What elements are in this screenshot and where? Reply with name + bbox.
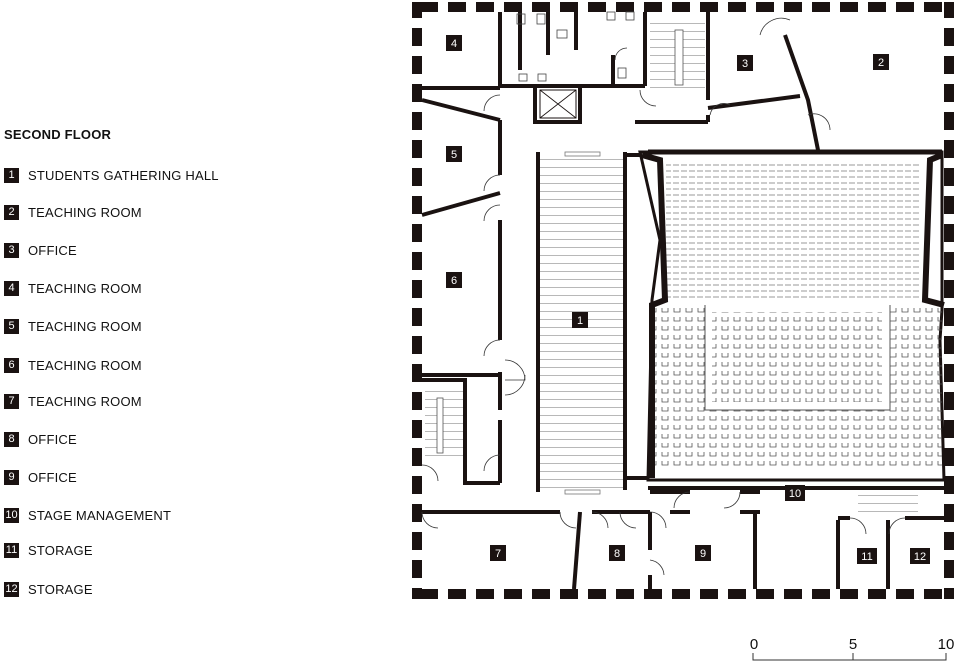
- wc-fixtures: [516, 11, 635, 82]
- elevator: [539, 89, 577, 119]
- room-number: 10: [789, 488, 801, 500]
- legend-number: 12: [4, 581, 19, 597]
- legend-label: TEACHING ROOM: [28, 357, 142, 373]
- legend-item: 6 TEACHING ROOM: [4, 356, 142, 374]
- legend-number: 9: [4, 469, 19, 485]
- legend-number: 2: [4, 204, 19, 220]
- scale-tick-5: 5: [849, 636, 857, 653]
- legend-number: 6: [4, 357, 19, 373]
- legend-label: TEACHING ROOM: [28, 318, 142, 334]
- room-labels: 1 2 3 4 5 6 7 8 9 10 11 12: [446, 35, 930, 564]
- room-number: 9: [700, 548, 706, 560]
- legend-label: OFFICE: [28, 242, 77, 258]
- room-number: 2: [878, 57, 884, 69]
- room-number: 11: [861, 551, 872, 563]
- scale-tick-10: 10: [938, 636, 955, 653]
- room-label-11: 11: [857, 548, 877, 564]
- room-number: 3: [742, 58, 748, 70]
- legend-label: STORAGE: [28, 542, 93, 558]
- legend-label: OFFICE: [28, 469, 77, 485]
- room-number: 1: [577, 315, 583, 327]
- legend-title: SECOND FLOOR: [4, 127, 112, 142]
- legend-label: STORAGE: [28, 581, 93, 597]
- legend-number: 10: [4, 507, 19, 523]
- room-number: 4: [451, 38, 457, 50]
- doors: [421, 17, 906, 576]
- room-label-2: 2: [873, 54, 889, 70]
- legend-item: 3 OFFICE: [4, 241, 77, 259]
- legend-item: 10 STAGE MANAGEMENT: [4, 506, 171, 524]
- legend-item: 11 STORAGE: [4, 541, 93, 559]
- room-label-10: 10: [785, 485, 805, 501]
- legend-label: STAGE MANAGEMENT: [28, 507, 172, 523]
- room-label-8: 8: [609, 545, 625, 561]
- room-label-4: 4: [446, 35, 462, 51]
- legend-item: 8 OFFICE: [4, 430, 77, 448]
- legend-number: 8: [4, 431, 19, 447]
- auditorium: [638, 149, 946, 482]
- room-label-9: 9: [695, 545, 711, 561]
- legend-item: 1 STUDENTS GATHERING HALL: [4, 166, 219, 184]
- legend-item: 9 OFFICE: [4, 468, 77, 486]
- room-label-12: 12: [910, 548, 930, 564]
- legend-item: 7 TEACHING ROOM: [4, 392, 142, 410]
- scale-bar: 0 5 10: [750, 636, 955, 661]
- legend: SECOND FLOOR 1 STUDENTS GATHERING HALL 2…: [0, 0, 400, 666]
- room-label-3: 3: [737, 55, 753, 71]
- room-label-1: 1: [572, 312, 588, 328]
- legend-number: 1: [4, 167, 19, 183]
- legend-item: 12 STORAGE: [4, 580, 93, 598]
- scale-tick-0: 0: [750, 636, 758, 653]
- legend-number: 11: [4, 542, 19, 558]
- legend-item: 5 TEACHING ROOM: [4, 317, 142, 335]
- legend-number: 7: [4, 393, 19, 409]
- room-number: 8: [614, 548, 620, 560]
- room-number: 6: [451, 275, 457, 287]
- room-label-6: 6: [446, 272, 462, 288]
- legend-label: TEACHING ROOM: [28, 204, 142, 220]
- room-number: 12: [914, 551, 926, 563]
- legend-number: 3: [4, 242, 19, 258]
- legend-item: 2 TEACHING ROOM: [4, 203, 142, 221]
- room-number: 5: [451, 149, 457, 161]
- room-label-5: 5: [446, 146, 462, 162]
- legend-item: 4 TEACHING ROOM: [4, 279, 142, 297]
- legend-number: 5: [4, 318, 19, 334]
- legend-label: TEACHING ROOM: [28, 280, 142, 296]
- legend-number: 4: [4, 280, 19, 296]
- room-label-7: 7: [490, 545, 506, 561]
- legend-label: TEACHING ROOM: [28, 393, 142, 409]
- room-number: 7: [495, 548, 501, 560]
- exterior-walls: [412, 2, 954, 599]
- legend-label: STUDENTS GATHERING HALL: [28, 167, 219, 183]
- legend-label: OFFICE: [28, 431, 77, 447]
- secondary-stairs: [425, 20, 918, 513]
